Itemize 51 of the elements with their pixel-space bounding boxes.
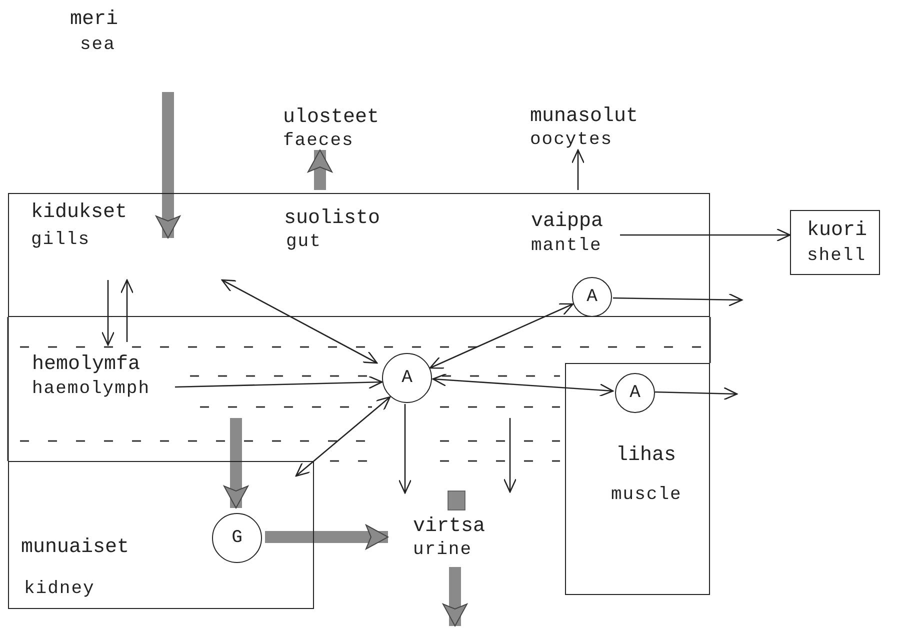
arrow (571, 149, 585, 190)
arrow (429, 303, 574, 369)
english-label: muscle (611, 486, 682, 504)
circle-label: A (586, 288, 598, 306)
circle-label: A (402, 369, 412, 387)
compartment-box (8, 461, 314, 609)
finnish-label: munasolut (530, 107, 638, 127)
finnish-label: vaippa (531, 212, 604, 232)
arrow (120, 279, 134, 342)
thick-flow-arrow (265, 524, 388, 550)
english-label: urine (413, 541, 472, 559)
arrow (221, 279, 378, 364)
arrow (432, 373, 614, 397)
english-label: sea (80, 36, 116, 54)
english-label: gut (286, 233, 322, 251)
circle-node (615, 373, 655, 413)
thick-flow-arrow (442, 567, 468, 626)
finnish-label: hemolymfa (32, 355, 140, 375)
finnish-label: kidukset (31, 203, 128, 223)
finnish-label: suolisto (284, 209, 380, 229)
arrow (174, 376, 383, 389)
english-label: shell (807, 247, 866, 265)
finnish-label: lihas (616, 446, 676, 466)
circle-label: A (630, 384, 640, 402)
thick-flow-arrow (224, 418, 248, 508)
finnish-label: ulosteet (283, 108, 380, 128)
english-label: gills (31, 231, 90, 249)
english-label: mantle (531, 237, 602, 255)
english-label: faeces (283, 132, 354, 150)
arrow (620, 228, 791, 242)
arrow (295, 396, 391, 477)
finnish-label: kuori (807, 221, 868, 241)
circle-node (572, 277, 612, 317)
circle-node (212, 513, 262, 563)
compartment-box (8, 193, 710, 317)
compartment-box (790, 210, 880, 275)
english-label: oocytes (530, 131, 613, 149)
arrow (612, 293, 743, 306)
english-label: kidney (24, 580, 95, 598)
circle-label: G (232, 529, 242, 547)
thick-flow-arrow (308, 150, 332, 190)
finnish-label: virtsa (413, 517, 486, 537)
english-label: haemolymph (32, 380, 150, 398)
finnish-label: meri (70, 10, 118, 30)
arrow (398, 404, 412, 494)
arrow (101, 280, 115, 346)
finnish-label: munuaiset (21, 538, 130, 558)
arrow (654, 387, 738, 400)
circle-node (382, 353, 432, 403)
thick-flow-arrow (156, 92, 180, 238)
compartment-box (565, 363, 710, 595)
